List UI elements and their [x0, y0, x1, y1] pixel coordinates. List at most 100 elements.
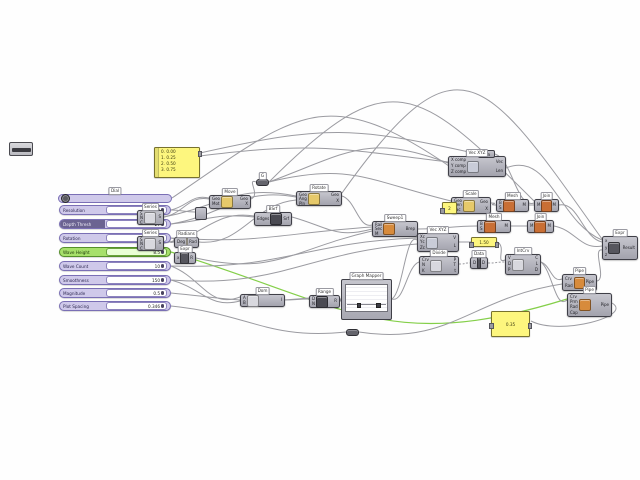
panel-radius[interactable]: 0.35: [489, 311, 532, 337]
graph-handle[interactable]: [376, 303, 381, 308]
port-in[interactable]: Geo: [454, 197, 463, 203]
port-out[interactable]: Pipe: [585, 279, 594, 285]
slider-track[interactable]: 0.346: [105, 302, 167, 310]
port-out[interactable]: Rad: [189, 239, 197, 245]
port-out[interactable]: V: [453, 235, 456, 241]
port-out[interactable]: S: [158, 214, 161, 220]
port-in[interactable]: B: [243, 299, 246, 305]
port-in[interactable]: S: [140, 236, 143, 242]
port-out[interactable]: Geo: [479, 198, 488, 204]
port-in[interactable]: Z comp: [451, 169, 467, 175]
port-out[interactable]: L: [535, 261, 538, 267]
port-in[interactable]: Sec: [375, 226, 383, 232]
port-in[interactable]: S: [480, 225, 483, 231]
port-in[interactable]: D: [312, 295, 316, 301]
port-in[interactable]: X comp: [451, 157, 467, 163]
graph-mapper[interactable]: [341, 279, 392, 320]
port-in[interactable]: x: [605, 237, 608, 243]
port-in[interactable]: Y comp: [451, 163, 466, 169]
panel-mini[interactable]: 2: [440, 202, 457, 214]
port-in[interactable]: Rail: [375, 221, 383, 227]
port-in[interactable]: Pln: [299, 200, 306, 206]
port-out[interactable]: M: [547, 223, 551, 229]
port-out[interactable]: D: [481, 259, 485, 265]
port-in[interactable]: Geo: [212, 195, 221, 201]
port-out[interactable]: t: [454, 267, 456, 273]
boundary-surface[interactable]: Edges Srf: [254, 212, 292, 226]
slider-knob[interactable]: [160, 278, 164, 282]
port-in[interactable]: z: [605, 251, 608, 257]
port-out[interactable]: R: [334, 298, 337, 304]
port-in[interactable]: Cap: [570, 309, 578, 315]
collapsed-widget[interactable]: [9, 142, 33, 156]
panel-capsule[interactable]: 1.50: [469, 237, 499, 248]
slider-knob[interactable]: [160, 250, 164, 254]
port-in[interactable]: Mot: [212, 201, 220, 207]
port-in[interactable]: Ang: [299, 196, 307, 202]
port-in[interactable]: M: [530, 223, 534, 229]
port-in[interactable]: M: [375, 230, 379, 236]
slider-knob[interactable]: [160, 264, 164, 268]
port-in[interactable]: Xc: [420, 233, 425, 239]
port-in[interactable]: S: [499, 204, 502, 210]
port-out[interactable]: M: [552, 202, 556, 208]
mini-param[interactable]: [195, 207, 207, 220]
port-out[interactable]: T: [453, 262, 456, 268]
relay-bottom[interactable]: [346, 329, 359, 336]
port-out[interactable]: Result: [622, 244, 635, 250]
port-out[interactable]: Geo: [330, 192, 339, 198]
port-in[interactable]: Prm: [570, 299, 578, 305]
port-in[interactable]: Deg: [177, 239, 186, 245]
port-in[interactable]: Yc: [420, 239, 425, 245]
port-in[interactable]: D: [508, 261, 512, 267]
port-in[interactable]: N: [312, 300, 315, 306]
port-out[interactable]: R: [190, 254, 193, 260]
port-out[interactable]: P: [453, 256, 456, 262]
port-in[interactable]: Zc: [420, 244, 425, 250]
port-out[interactable]: X: [336, 198, 339, 204]
port-in[interactable]: C: [140, 245, 143, 251]
panel-values[interactable]: 0. 0.00 1. 0.25 2. 0.50 3. 0.75: [154, 147, 202, 178]
port-in[interactable]: Crv: [422, 256, 429, 262]
relay-top[interactable]: [256, 179, 269, 186]
port-in[interactable]: y: [605, 244, 608, 250]
port-out[interactable]: M: [504, 223, 508, 229]
port-in[interactable]: N: [140, 215, 143, 221]
port-out[interactable]: D: [534, 267, 538, 273]
port-in[interactable]: N: [422, 262, 425, 268]
port-in[interactable]: Cen: [454, 202, 462, 208]
port-out[interactable]: X: [485, 205, 488, 211]
port-in[interactable]: x: [177, 254, 180, 260]
port-in[interactable]: Edges: [257, 215, 270, 221]
port-out[interactable]: Brep: [405, 225, 415, 231]
port-out[interactable]: Vec: [495, 158, 503, 164]
port-out[interactable]: Pipe: [600, 301, 609, 307]
port-in[interactable]: B: [480, 220, 483, 226]
slider-knob[interactable]: [160, 291, 164, 295]
port-out[interactable]: Srf: [283, 215, 289, 221]
port-out[interactable]: X: [245, 201, 248, 207]
port-in[interactable]: A: [243, 294, 246, 300]
slider-track[interactable]: 150: [105, 276, 167, 284]
port-in[interactable]: S: [140, 210, 143, 216]
slider-track[interactable]: 10: [105, 262, 167, 270]
graph-curve[interactable]: [347, 304, 386, 306]
port-in[interactable]: Fac: [454, 206, 461, 212]
